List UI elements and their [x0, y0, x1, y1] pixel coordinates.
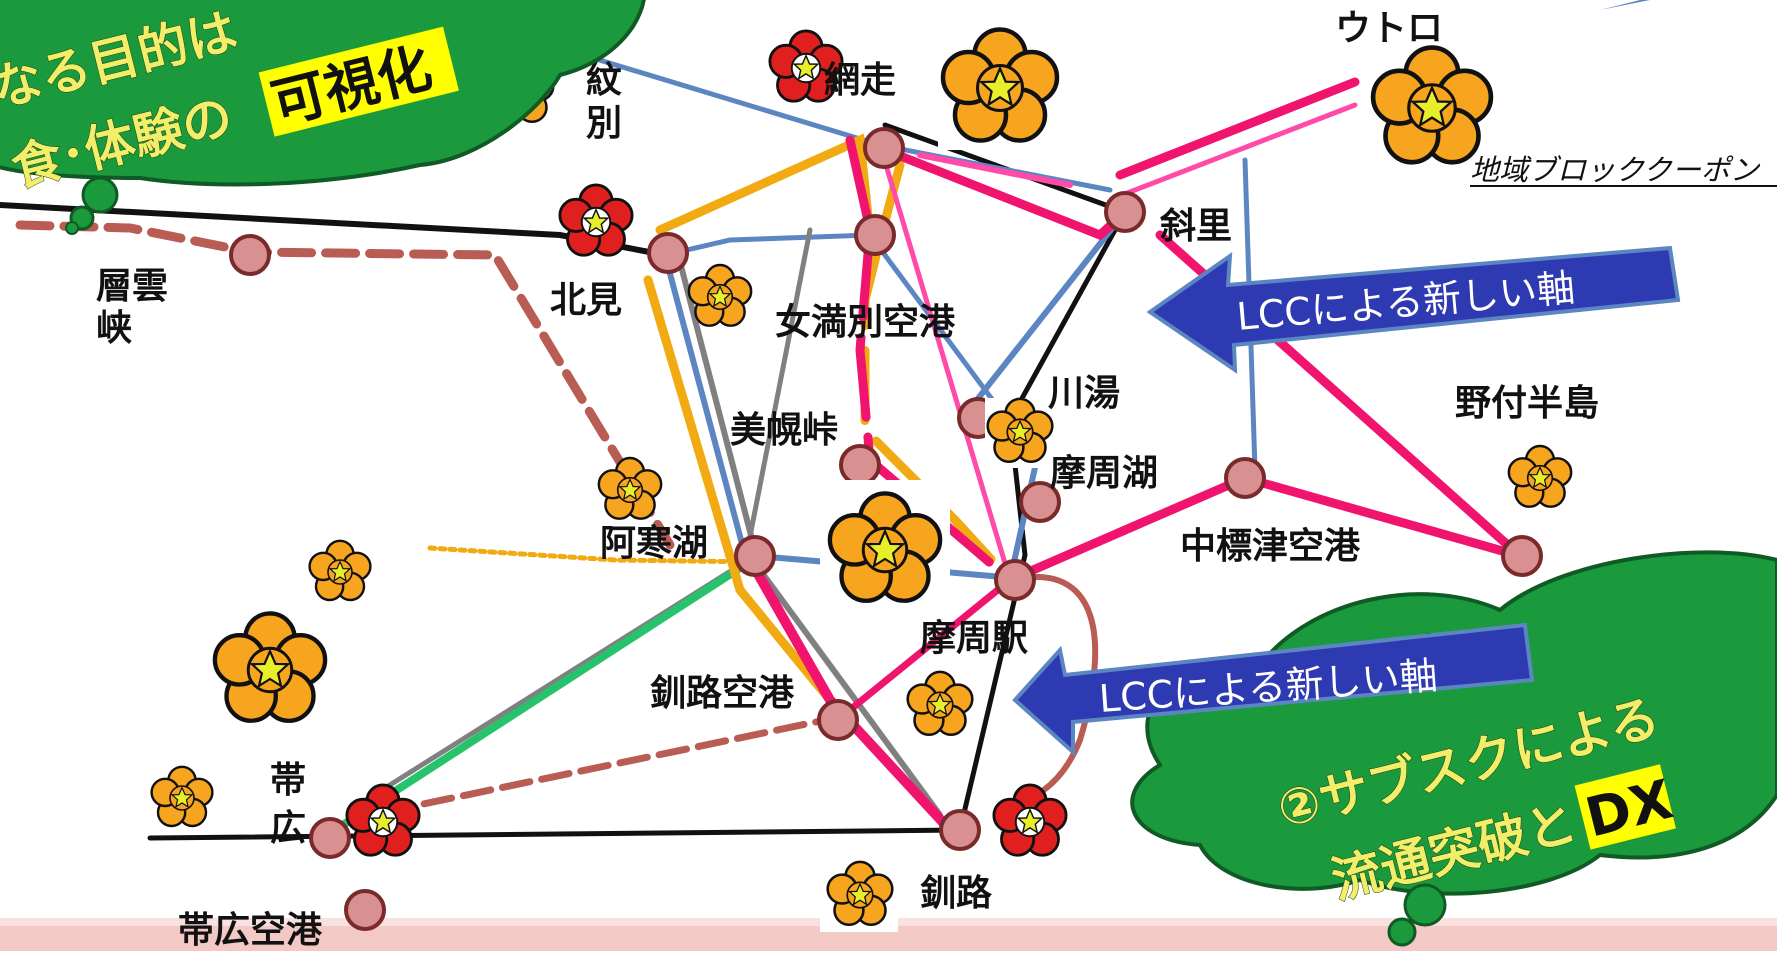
flower-icon [992, 783, 1068, 857]
route-pink-naka [1005, 230, 1523, 585]
label-obihiro-2: 広 [270, 808, 306, 849]
route-pink-akan [745, 555, 955, 835]
station-shari [1104, 191, 1146, 233]
label-monbetsu-2: 別 [586, 103, 622, 144]
flower-icon [308, 539, 372, 602]
route-black-west [0, 202, 668, 258]
label-kushiro: 釧路 [920, 873, 993, 914]
label-obihiro-airport: 帯広空港 [178, 910, 323, 951]
station-akan [734, 535, 776, 577]
flower-icon [597, 456, 663, 520]
bottom-bubble-highlight [1574, 764, 1676, 850]
station-nakashibetsu [1224, 457, 1266, 499]
station-notsuke [1501, 535, 1543, 577]
label-abashiri: 網走 [824, 60, 896, 101]
route-dotted-akan [427, 545, 763, 565]
lcc-arrow-upper: LCCによる新しい軸 [1146, 245, 1681, 374]
route-pink-utoro-2 [1119, 102, 1358, 198]
route-orange-1 [655, 133, 875, 240]
route-blue-kawayu [962, 209, 1128, 418]
flower-icon [558, 183, 634, 257]
label-soun-2: 峡 [96, 308, 132, 349]
label-nakashibetsu: 中標津空港 [1180, 526, 1361, 567]
label-kawayu: 川湯 [1048, 373, 1120, 414]
bottom-bubble: こ ②サブスクによる 流通突破と DX [1130, 550, 1777, 947]
flower-icon [150, 765, 214, 828]
label-utoro: ウトロ [1335, 8, 1443, 49]
station-obihiro [309, 817, 351, 859]
station-mashuko [1019, 481, 1061, 523]
station-soun [229, 234, 271, 276]
station-bihoro [839, 444, 881, 486]
station-kitami [647, 232, 689, 274]
station-kushiro [939, 809, 981, 851]
coupon-label: 地域ブロッククーポン [1470, 153, 1761, 187]
flower-icon [985, 397, 1063, 468]
route-green-obihiro [331, 564, 744, 834]
flower-icon [1362, 40, 1492, 170]
route-black-south [147, 827, 963, 841]
label-soun: 層雲 [96, 266, 168, 307]
top-bubble-highlight [258, 26, 459, 137]
label-obihiro: 帯 [270, 760, 306, 801]
station-abashiri [863, 127, 905, 169]
station-obihiro-airport [344, 889, 386, 931]
route-pink-short [917, 152, 1073, 188]
label-kitami: 北見 [550, 280, 622, 321]
label-shari: 斜里 [1160, 206, 1232, 247]
station-mashu-eki [994, 559, 1036, 601]
route-dashed-obihiro-kushiro [381, 714, 839, 816]
top-bubble: なる目的は 食･体験の 可視化 [0, 0, 646, 235]
route-pink-kushiro [836, 576, 1014, 722]
label-memanbetsu: 女満別空港 [775, 302, 956, 343]
label-monbetsu: 紋 [586, 60, 622, 101]
label-akanko: 阿寒湖 [600, 523, 708, 564]
flower-icon [215, 613, 325, 720]
route-pink-shari [880, 145, 1130, 241]
flower-icon [1507, 444, 1573, 508]
route-pink-west [845, 135, 1015, 585]
place-labels: ウトロ 紋 別 網走 斜里 層雲 峡 北見 女満別空港 川湯 美幌峠 摩周湖 野… [96, 8, 1599, 951]
label-mashuko: 摩周湖 [1050, 453, 1158, 494]
flower-icon [820, 860, 898, 932]
flowers [150, 28, 1573, 932]
label-mashu-eki: 摩周駅 [920, 618, 1028, 659]
route-orange-2 [643, 275, 835, 705]
flower-icon [345, 783, 421, 857]
route-pink-north [877, 142, 1013, 583]
station-kushiro-airport [817, 699, 859, 741]
label-notsuke: 野付半島 [1455, 383, 1599, 424]
flower-icon [687, 263, 753, 327]
station-memanbetsu [854, 214, 896, 256]
flower-icon [820, 480, 950, 610]
label-kushiro-airport: 釧路空港 [650, 673, 795, 714]
flower-icon [905, 670, 977, 742]
route-pink-utoro [1115, 77, 1360, 180]
flower-icon [938, 28, 1060, 150]
label-bihoro: 美幌峠 [730, 410, 838, 451]
